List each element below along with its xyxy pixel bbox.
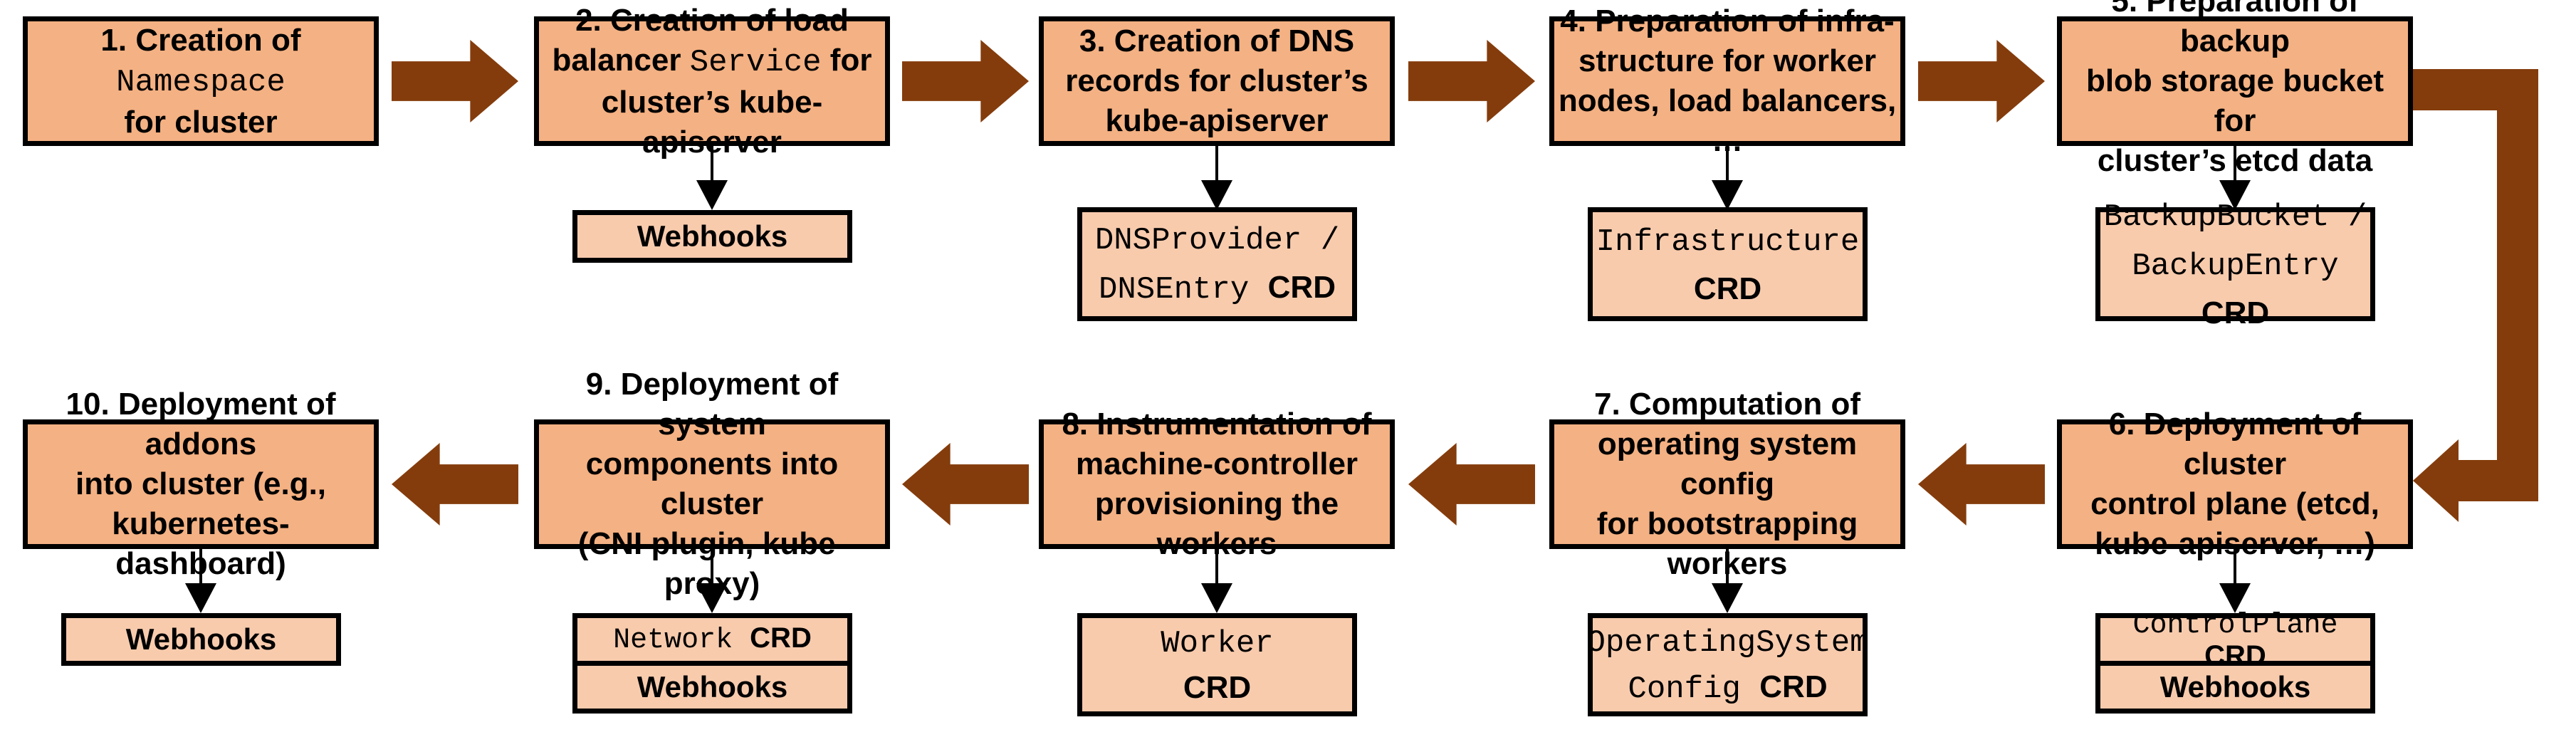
down-arrowhead-icon xyxy=(2219,180,2251,210)
down-arrowhead-icon xyxy=(696,180,728,210)
connector-line xyxy=(711,146,713,183)
step-4-box: 4. Preparation of infra-structure for wo… xyxy=(1549,4,1905,158)
flow-arrow-8-9-icon xyxy=(902,443,1029,526)
connector-line xyxy=(711,549,713,586)
flow-arrow-4-5-icon xyxy=(1918,40,2045,122)
down-arrowhead-icon xyxy=(1201,583,1232,613)
down-arrowhead-icon xyxy=(2219,583,2251,613)
down-arrowhead-icon xyxy=(696,583,728,613)
step-4-title: 4. Preparation of infra-structure for wo… xyxy=(1558,4,1897,158)
connector-line xyxy=(1726,146,1729,183)
dns-crd-label: DNSProvider /DNSEntry CRD xyxy=(1094,223,1340,308)
flow-step-4: 4. Preparation of infra-structure for wo… xyxy=(1549,4,1905,323)
flow-arrow-5-6-vertical-segment xyxy=(2497,69,2538,493)
flow-arrow-5-6-bottom-segment xyxy=(2457,460,2538,501)
step-9-crd-box: Network CRD xyxy=(572,613,852,666)
flow-arrow-2-3-icon xyxy=(902,40,1029,122)
webhooks-label: Webhooks xyxy=(637,670,788,704)
flow-arrow-6-7-icon xyxy=(1918,443,2045,526)
flow-arrow-7-8-icon xyxy=(1408,443,1535,526)
flow-arrow-1-2-icon xyxy=(392,40,518,122)
step-3-crd-box: DNSProvider /DNSEntry CRD xyxy=(1077,207,1357,321)
flow-arrow-9-10-icon xyxy=(392,443,518,526)
connector-line xyxy=(1215,146,1218,183)
connector-line xyxy=(2234,146,2236,183)
step-10-webhooks-box: Webhooks xyxy=(61,613,341,666)
step-2-webhooks-box: Webhooks xyxy=(572,210,852,263)
flow-arrow-5-6-arrowhead-icon xyxy=(2413,439,2459,522)
controlplane-crd-label: ControlPlane CRD xyxy=(2132,610,2338,672)
flow-arrow-3-4-icon xyxy=(1408,40,1535,122)
network-crd-label: Network CRD xyxy=(613,622,812,657)
step-5-crd-box: BackupBucket /BackupEntry CRD xyxy=(2095,199,2375,330)
step-6-webhooks-box: Webhooks xyxy=(2095,661,2375,714)
down-arrowhead-icon xyxy=(1712,583,1743,613)
down-arrowhead-icon xyxy=(1201,180,1232,210)
webhooks-label: Webhooks xyxy=(2159,670,2311,704)
backup-crd-label: BackupBucket /BackupEntry CRD xyxy=(2103,199,2367,330)
connector-line xyxy=(1215,549,1218,586)
step-9-webhooks-box: Webhooks xyxy=(572,661,852,714)
down-arrowhead-icon xyxy=(1712,180,1743,210)
connector-line xyxy=(2234,549,2236,586)
webhooks-label: Webhooks xyxy=(637,219,788,253)
step-6-crd-box: ControlPlane CRD xyxy=(2095,611,2375,671)
connector-line xyxy=(199,549,202,586)
webhooks-label: Webhooks xyxy=(125,622,277,656)
connector-line xyxy=(1726,549,1729,586)
down-arrowhead-icon xyxy=(185,583,216,613)
